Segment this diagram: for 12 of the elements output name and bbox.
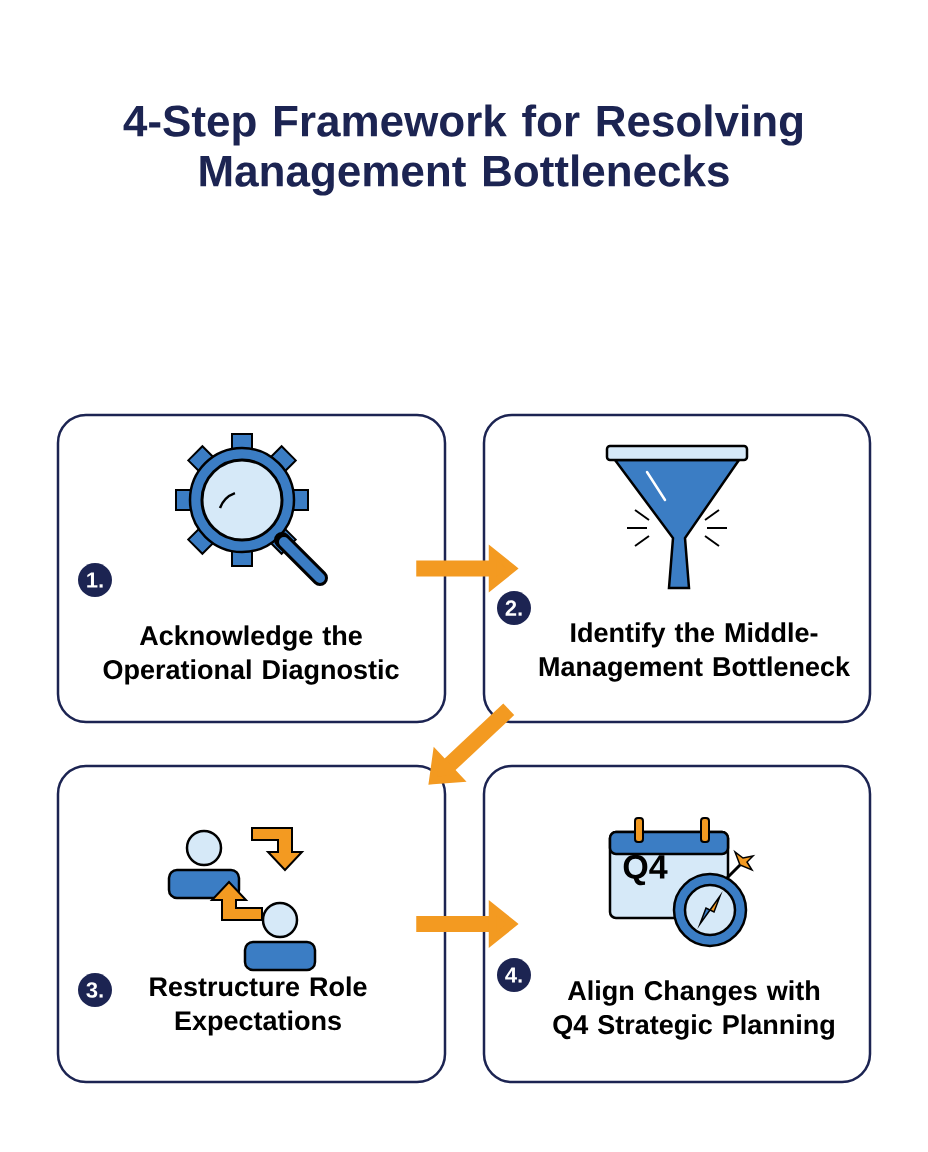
number-badge: 4. [497, 958, 531, 992]
step-card [482, 413, 872, 724]
number-badge: 2. [497, 591, 531, 625]
step-card [56, 764, 447, 1084]
step-title: Align Changes with Q4 Strategic Planning [553, 980, 834, 1040]
calendar-compass-drawing: Q4 [608, 817, 756, 948]
step-title: Identify the Middle-Management Bottleneck [539, 622, 851, 682]
step-title: Acknowledge the Operational Diagnostic [103, 625, 399, 685]
number-badge: 3. [78, 973, 112, 1007]
step-title: Restructure Role Expectations [150, 976, 367, 1036]
title: 4-Step Framework for Resolving Management Bottlenecks [123, 104, 803, 196]
number-badge: 1. [78, 563, 112, 597]
